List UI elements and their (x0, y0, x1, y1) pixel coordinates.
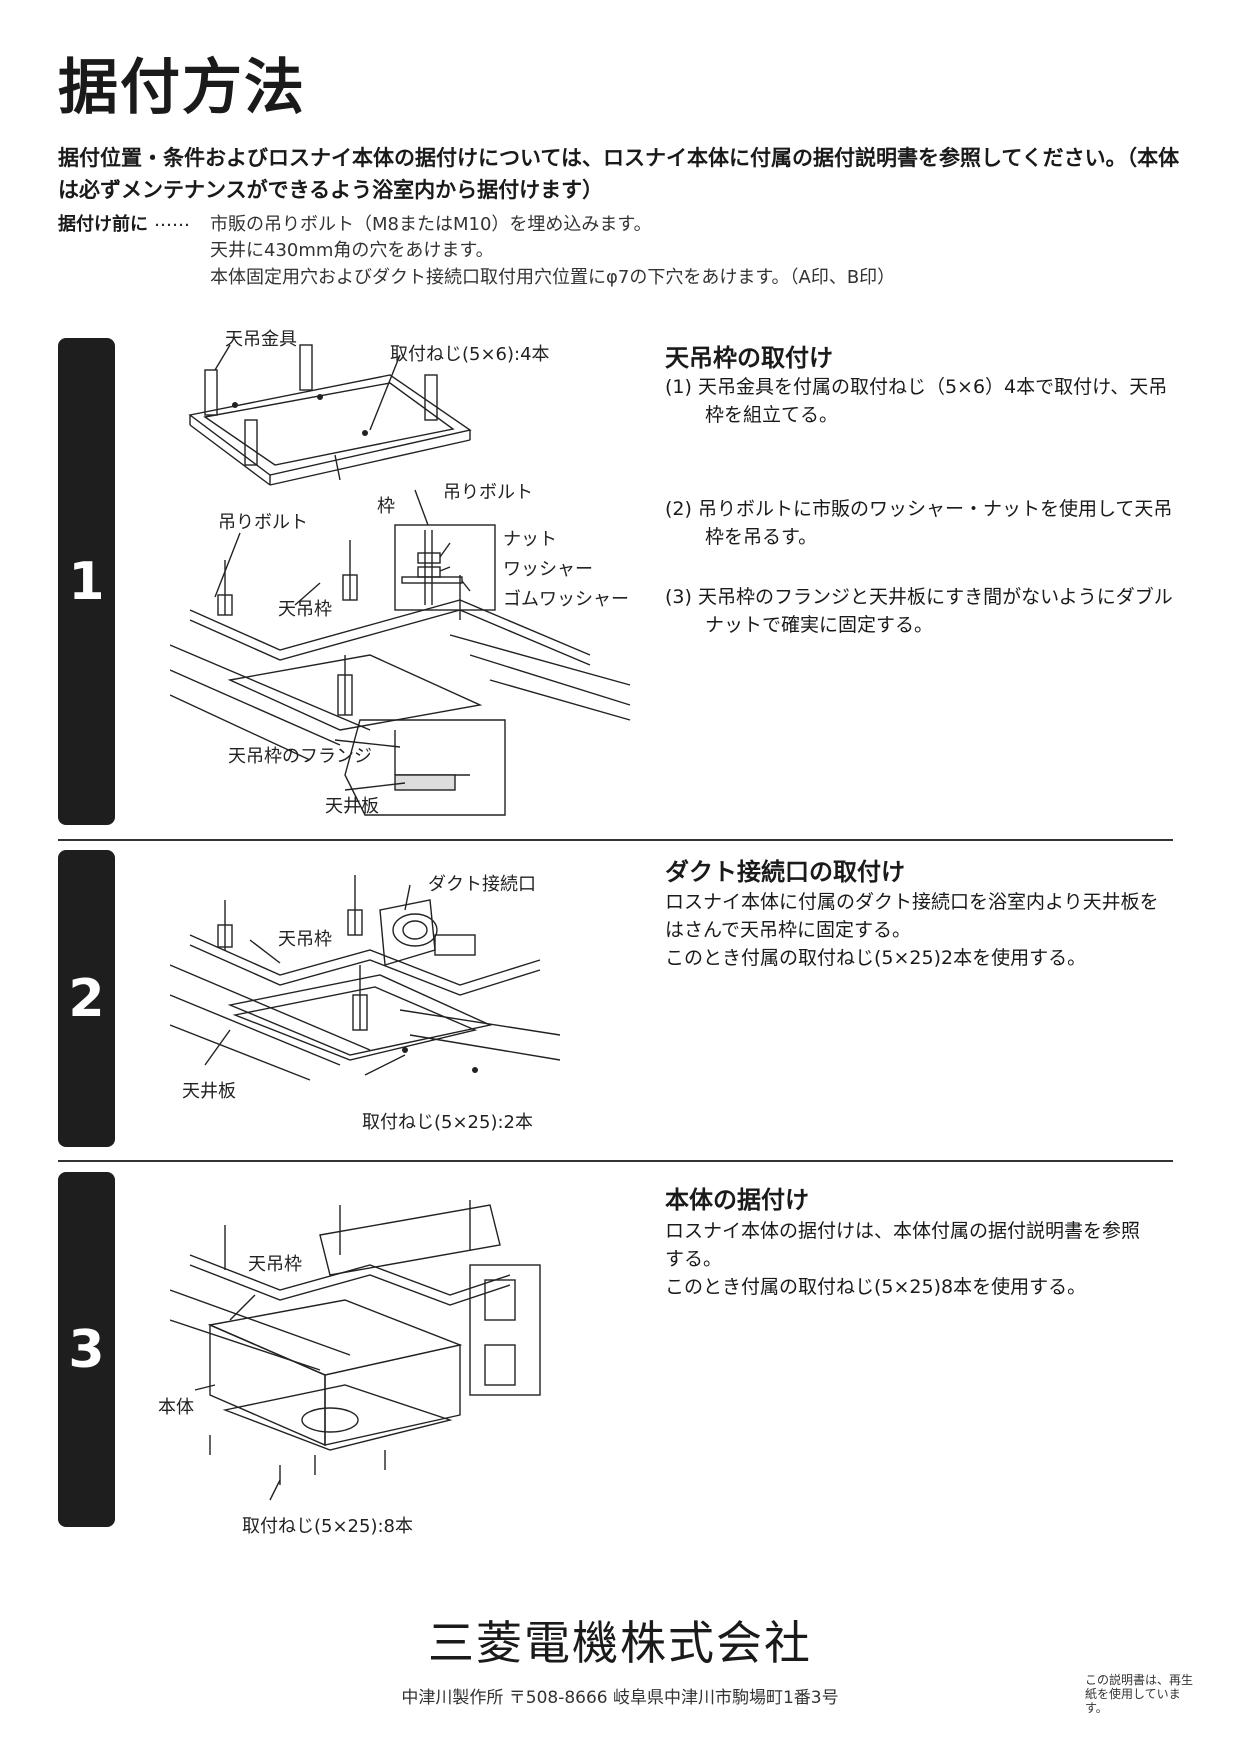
label-bracket: 天吊金具 (225, 329, 297, 350)
nut-detail-box (394, 524, 496, 611)
company-name: 三菱電機株式会社 (428, 1616, 812, 1670)
preparation-line-1: 市販の吊りボルト（M8またはM10）を埋め込みます。 (210, 214, 652, 235)
label-ceiling-board: 天井板 (325, 796, 379, 817)
body-detail-box (469, 1264, 541, 1396)
step-2-text-1: ロスナイ本体に付属のダクト接続口を浴室内より天井板を (665, 891, 1159, 913)
step-3-tab: 3 (58, 1172, 115, 1527)
step-1-tab: 1 (58, 338, 115, 825)
label-washer: ワッシャー (503, 559, 593, 580)
frame-outline (188, 374, 472, 476)
label-screws-5x25-8: 取付ねじ(5×25):8本 (242, 1516, 413, 1537)
duct-pipe (319, 1204, 501, 1276)
label-duct-connector: ダクト接続口 (428, 874, 536, 895)
label-ceiling-frame: 天吊枠 (278, 599, 332, 620)
preparation-line-3: 本体固定用穴およびダクト接続口取付用穴位置にφ7の下穴をあけます。（A印、B印） (210, 267, 896, 288)
label-frame: 枠 (377, 496, 395, 517)
ceiling-opening (227, 974, 493, 1056)
label-screws-5x25-2: 取付ねじ(5×25):2本 (362, 1112, 533, 1133)
bracket-1 (204, 369, 218, 416)
label-body: 本体 (158, 1397, 194, 1418)
divider-2 (58, 1160, 1173, 1162)
label-ceiling-board-2: 天井板 (182, 1081, 236, 1102)
step-3-text-1: ロスナイ本体の据付けは、本体付属の据付説明書を参照 (665, 1220, 1141, 1242)
step-2-illustration (170, 875, 561, 1081)
ceiling-opening (227, 654, 483, 731)
step-3-illustration (170, 1200, 541, 1501)
label-bolt-b: 吊りボルト (218, 512, 308, 533)
intro-text: 据付位置・条件およびロスナイ本体の据付けについては、ロスナイ本体に付属の据付説明… (58, 146, 1180, 202)
step-2-heading: ダクト接続口の取付け (665, 858, 905, 886)
preparation-label: 据付け前に (58, 214, 148, 235)
preparation-line-2: 天井に430mm角の穴をあけます。 (210, 240, 494, 261)
step-3-number: 3 (68, 1319, 105, 1380)
step-1-paragraph-1: (1) 天吊金具を付属の取付ねじ（5×6）4本で取付け、天吊枠を組立てる。 (665, 376, 1168, 426)
step-1-paragraph-2: (2) 吊りボルトに市販のワッシャー・ナットを使用して天吊枠を吊るす。 (665, 498, 1173, 548)
divider-1 (58, 839, 1173, 841)
label-screws-5x6: 取付ねじ(5×6):4本 (390, 344, 550, 365)
body-unit (207, 1299, 463, 1376)
label-ceiling-frame-3: 天吊枠 (248, 1254, 302, 1275)
step-1-heading: 天吊枠の取付け (665, 344, 833, 372)
step-3-heading: 本体の据付け (665, 1186, 809, 1214)
step-2-number: 2 (68, 968, 105, 1029)
recycle-note: この説明書は、再生紙を使用しています。 (1085, 1673, 1194, 1715)
label-nut: ナット (503, 529, 557, 550)
step-3-text-3: このとき付属の取付ねじ(5×25)8本を使用する。 (665, 1276, 1087, 1298)
label-rubber-washer: ゴムワッシャー (503, 589, 629, 610)
preparation-dots: …… (154, 210, 190, 231)
label-flange: 天吊枠のフランジ (228, 746, 372, 767)
step-1-number: 1 (68, 551, 105, 612)
step-3-text-2: する。 (665, 1248, 723, 1270)
label-bolt-a: 吊りボルト (443, 482, 533, 503)
step-1-illustration (170, 344, 631, 816)
company-address: 中津川製作所 〒508-8666 岐阜県中津川市駒場町1番3号 (401, 1688, 839, 1708)
step-2-tab: 2 (58, 850, 115, 1147)
label-ceiling-frame-2: 天吊枠 (278, 929, 332, 950)
step-2-text-3: このとき付属の取付ねじ(5×25)2本を使用する。 (665, 947, 1087, 969)
step-2-text-2: はさんで天吊枠に固定する。 (665, 919, 912, 941)
step-1-paragraph-3: (3) 天吊枠のフランジと天井板にすき間がないようにダブルナットで確実に固定する… (665, 586, 1173, 636)
page-title: 据付方法 (58, 53, 306, 123)
